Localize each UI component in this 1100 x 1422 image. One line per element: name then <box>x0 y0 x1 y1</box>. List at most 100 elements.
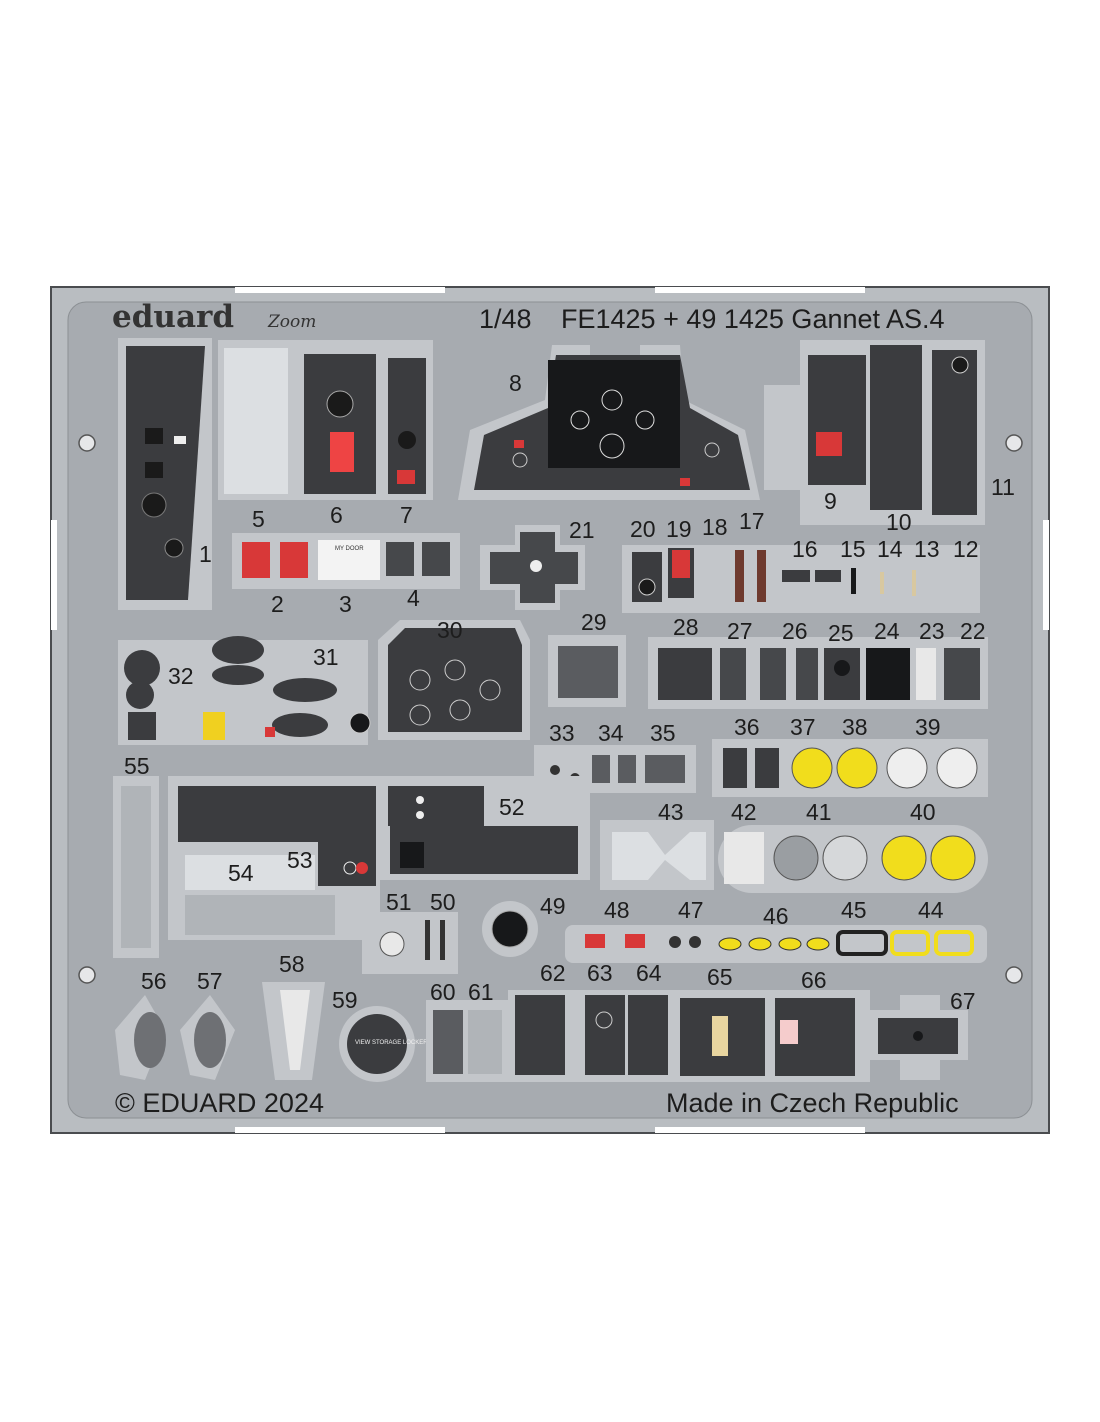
part-40-43 <box>600 820 988 893</box>
part-label: 36 <box>734 714 760 740</box>
part-label: 64 <box>636 960 662 986</box>
part-label: 10 <box>886 509 912 535</box>
part-label: 50 <box>430 889 456 915</box>
part-label: 3 <box>339 591 352 617</box>
part-label: 17 <box>739 508 765 534</box>
part-6-7 <box>218 340 433 500</box>
zoom-logo: Zoom <box>267 312 316 332</box>
part-label: 32 <box>168 663 194 689</box>
mount-hole <box>1005 434 1023 452</box>
part-8-instrument-panel <box>458 345 760 500</box>
mount-hole <box>78 434 96 452</box>
part-label: 26 <box>782 618 808 644</box>
part-label: 66 <box>801 967 827 993</box>
part-label: 27 <box>727 618 753 644</box>
part-label: 39 <box>915 714 941 740</box>
kit-title: FE1425 + 49 1425 Gannet AS.4 <box>561 304 945 334</box>
part-label: 13 <box>914 536 940 562</box>
part-label: 48 <box>604 897 630 923</box>
part-label: 62 <box>540 960 566 986</box>
part-label: 60 <box>430 979 456 1005</box>
part-label: 40 <box>910 799 936 825</box>
copyright-text: © EDUARD 2024 <box>115 1088 324 1118</box>
part-label: 57 <box>197 968 223 994</box>
part-label: 58 <box>279 951 305 977</box>
part-label: 23 <box>919 618 945 644</box>
storage-locker-placard: VIEW STORAGE LOCKER <box>355 1040 428 1046</box>
part-label: 53 <box>287 847 313 873</box>
part-label: 38 <box>842 714 868 740</box>
part-label: 47 <box>678 897 704 923</box>
door-placard: MY DOOR <box>335 546 364 552</box>
part-label: 25 <box>828 620 854 646</box>
part-33-35 <box>534 745 696 793</box>
part-label: 4 <box>407 585 420 611</box>
part-31-32 <box>118 636 371 745</box>
part-label: 49 <box>540 893 566 919</box>
part-12-20 <box>622 545 980 613</box>
part-49-51 <box>362 901 538 974</box>
part-56-58 <box>115 982 325 1080</box>
part-22-28 <box>648 637 988 709</box>
part-label: 15 <box>840 536 866 562</box>
part-label: 46 <box>763 903 789 929</box>
part-label: 29 <box>581 609 607 635</box>
part-labels: 1 2 3 4 5 6 7 8 9 10 11 12 13 14 15 16 1… <box>124 370 1015 1014</box>
part-label: 63 <box>587 960 613 986</box>
part-label: 7 <box>400 502 413 528</box>
part-label: 20 <box>630 516 656 542</box>
part-label: 5 <box>252 506 265 532</box>
part-label: 52 <box>499 794 525 820</box>
part-label: 22 <box>960 618 986 644</box>
part-label: 35 <box>650 720 676 746</box>
part-60-67 <box>426 990 968 1082</box>
brand-logo: eduard <box>112 299 234 335</box>
part-label: 14 <box>877 536 903 562</box>
part-36-39 <box>712 739 988 797</box>
part-label: 31 <box>313 644 339 670</box>
part-label: 11 <box>991 474 1015 500</box>
mount-hole <box>1005 966 1023 984</box>
part-label: 2 <box>271 591 284 617</box>
origin-text: Made in Czech Republic <box>666 1088 959 1118</box>
part-label: 24 <box>874 618 900 644</box>
mount-hole <box>78 966 96 984</box>
part-label: 8 <box>509 370 522 396</box>
part-label: 51 <box>386 889 412 915</box>
part-label: 6 <box>330 502 343 528</box>
part-30 <box>378 620 530 740</box>
part-label: 42 <box>731 799 757 825</box>
part-9-11 <box>764 340 985 525</box>
scale-label: 1/48 <box>479 304 532 334</box>
part-label: 18 <box>702 514 728 540</box>
part-label: 37 <box>790 714 816 740</box>
part-52-54 <box>168 776 590 940</box>
part-label: 45 <box>841 897 867 923</box>
part-label: 44 <box>918 897 944 923</box>
part-2-5: MY DOOR <box>232 533 460 589</box>
part-59: VIEW STORAGE LOCKER <box>339 1006 428 1082</box>
part-label: 30 <box>437 617 463 643</box>
part-label: 61 <box>468 979 494 1005</box>
part-label: 33 <box>549 720 575 746</box>
part-label: 59 <box>332 987 358 1013</box>
part-label: 34 <box>598 720 624 746</box>
part-label: 16 <box>792 536 818 562</box>
part-label: 55 <box>124 753 150 779</box>
part-21 <box>480 525 585 610</box>
part-label: 12 <box>953 536 979 562</box>
part-label: 1 <box>199 541 212 567</box>
part-label: 9 <box>824 488 837 514</box>
part-label: 43 <box>658 799 684 825</box>
part-label: 67 <box>950 988 976 1014</box>
part-label: 28 <box>673 614 699 640</box>
part-label: 65 <box>707 964 733 990</box>
part-label: 19 <box>666 516 692 542</box>
part-label: 54 <box>228 860 254 886</box>
part-label: 41 <box>806 799 832 825</box>
part-1 <box>118 338 212 610</box>
part-label: 56 <box>141 968 167 994</box>
part-44-48 <box>565 925 987 963</box>
part-label: 21 <box>569 517 595 543</box>
